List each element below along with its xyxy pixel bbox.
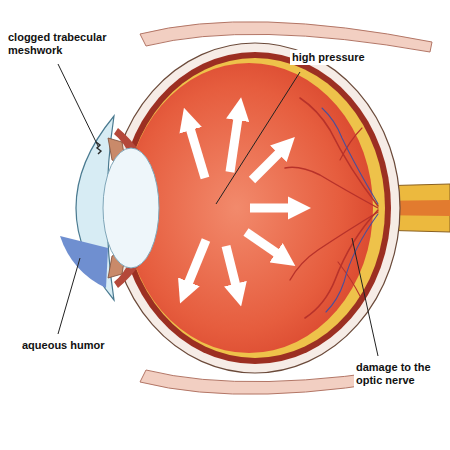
pressure-arrow bbox=[230, 118, 238, 172]
blood-vessel bbox=[305, 210, 378, 318]
pressure-arrow bbox=[250, 204, 290, 213]
blood-vessel bbox=[285, 167, 378, 208]
choroid bbox=[119, 52, 391, 364]
part-label: damage to the optic nerve bbox=[354, 360, 446, 388]
leader-lines bbox=[58, 64, 378, 356]
lens bbox=[103, 148, 159, 268]
leader-line bbox=[58, 258, 80, 334]
part-label: high pressure bbox=[290, 50, 367, 65]
leader-line bbox=[58, 64, 98, 146]
pressure-arrows bbox=[188, 118, 290, 286]
blood-vessel bbox=[322, 108, 378, 204]
leader-line bbox=[352, 238, 378, 356]
blood-vessel bbox=[300, 98, 378, 206]
pressure-arrow bbox=[252, 152, 280, 180]
blood-vessels bbox=[285, 98, 378, 318]
blood-vessel bbox=[326, 214, 378, 312]
pressure-arrow bbox=[190, 128, 205, 178]
pressure-arrow bbox=[246, 232, 278, 254]
retina bbox=[125, 58, 385, 358]
aqueous-humor bbox=[60, 236, 108, 288]
pressure-arrow bbox=[188, 240, 206, 284]
part-label: aqueous humor bbox=[20, 338, 107, 353]
vitreous-body bbox=[125, 63, 373, 353]
blood-vessel bbox=[290, 212, 378, 280]
pressure-arrow bbox=[226, 246, 236, 286]
leader-line bbox=[216, 72, 300, 204]
part-label: clogged trabecular meshwork bbox=[6, 30, 132, 58]
